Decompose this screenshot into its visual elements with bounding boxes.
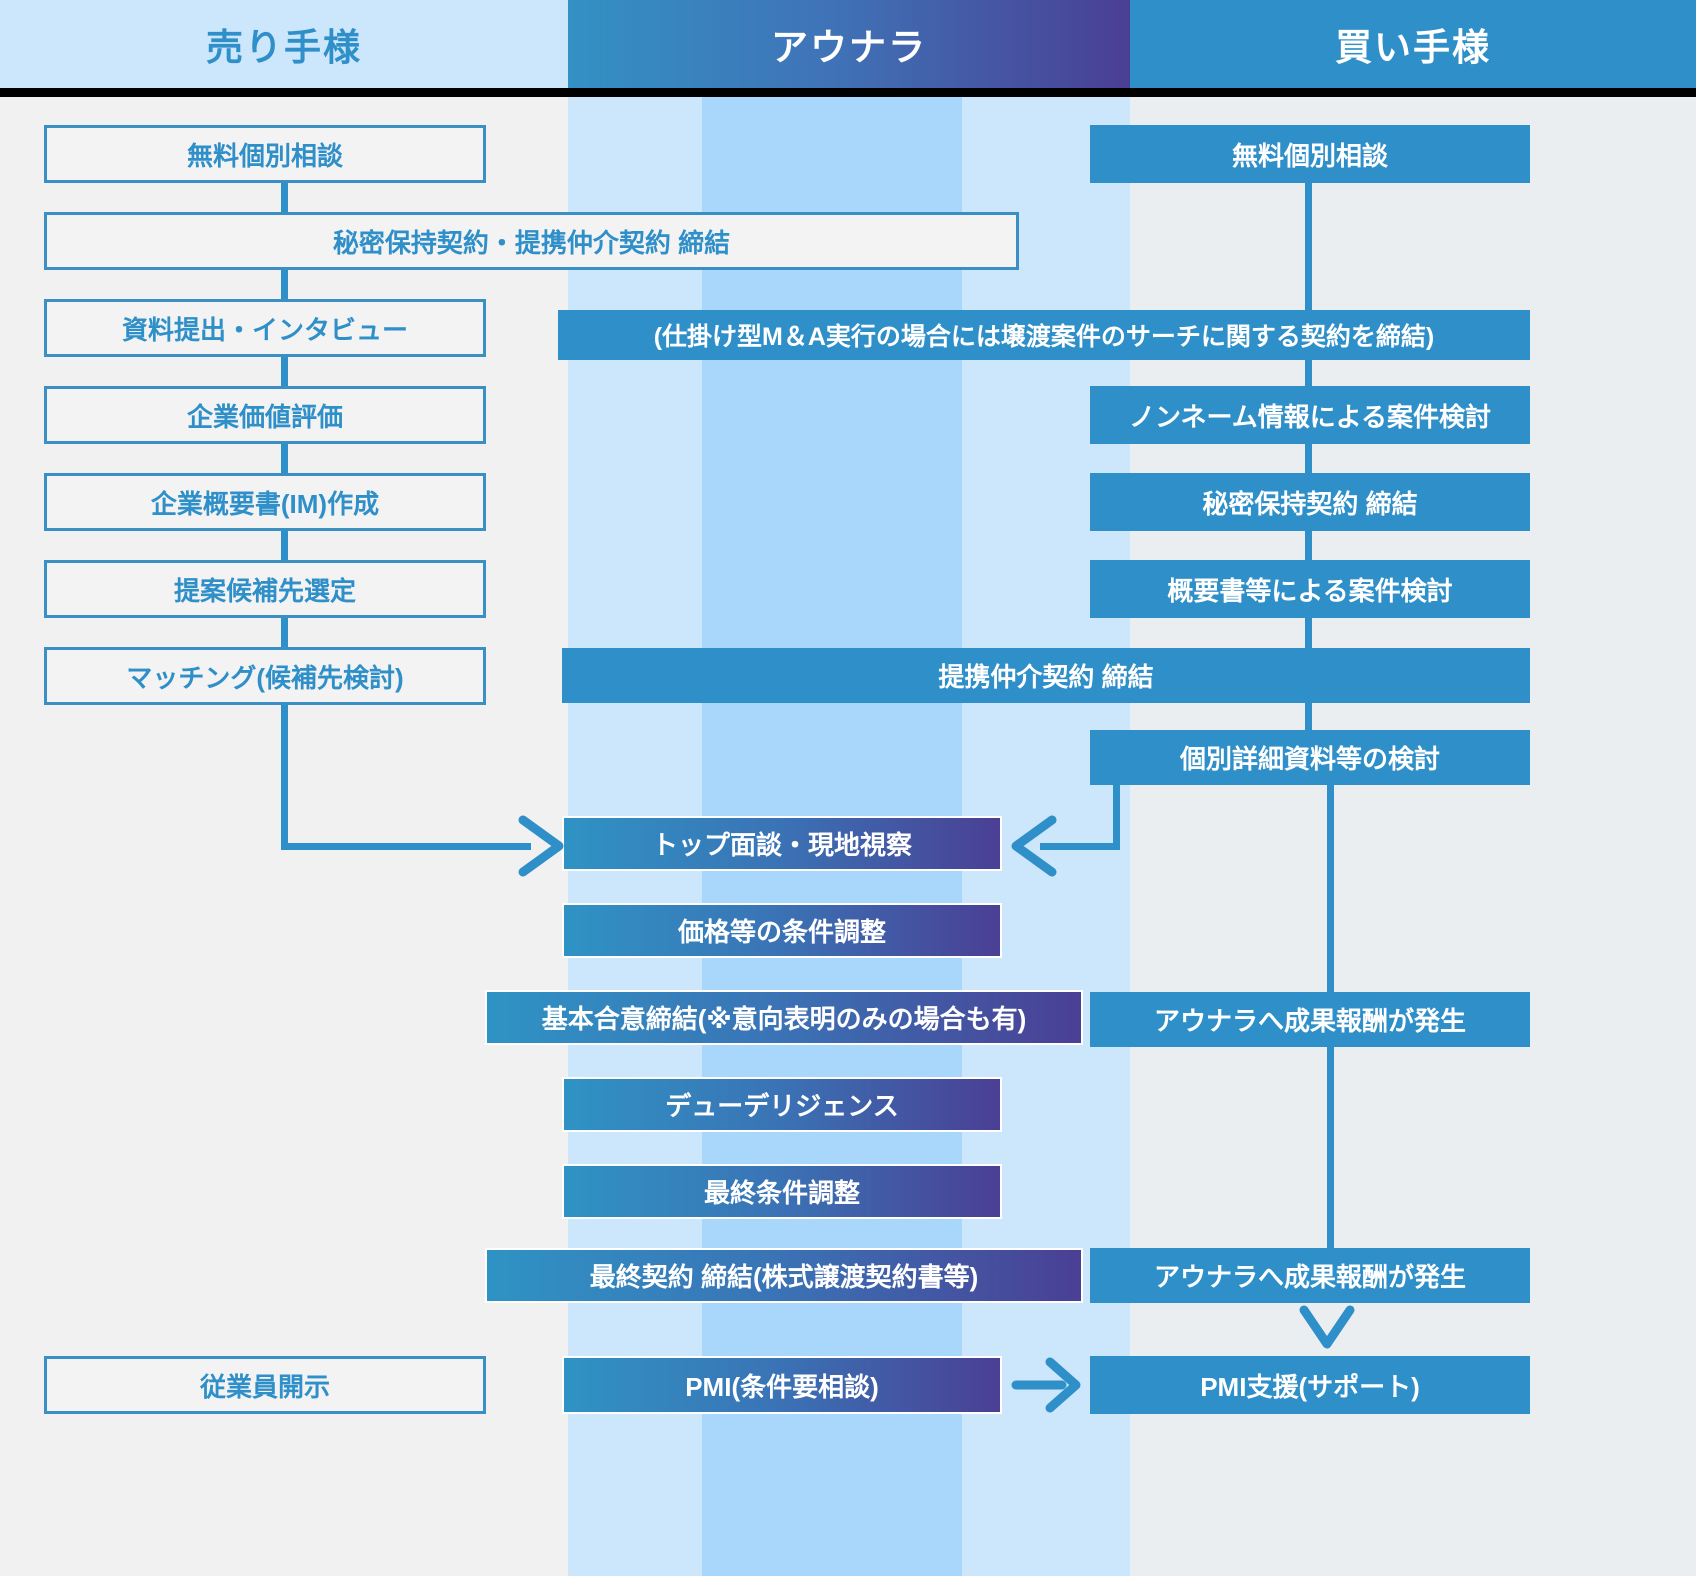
buyer-step-success-fee-1[interactable]: アウナラへ成果報酬が発生: [1090, 992, 1530, 1047]
connector-seller-2: [281, 268, 288, 304]
spanning-step-basic-agreement[interactable]: 基本合意締結(※意向表明のみの場合も有): [485, 990, 1083, 1045]
arrow-right-icon-pmi-to-support: [1011, 1357, 1081, 1413]
broker-step-price-negotiation[interactable]: 価格等の条件調整: [562, 903, 1002, 958]
header-divider: [0, 88, 1696, 97]
connector-buyer-6: [1305, 703, 1312, 730]
broker-step-top-meeting[interactable]: トップ面談・現地視察: [562, 816, 1002, 871]
buyer-step-detailed-review[interactable]: 個別詳細資料等の検討: [1090, 730, 1530, 785]
seller-step-candidate-selection[interactable]: 提案候補先選定: [44, 560, 486, 618]
connector-buyer-2: [1305, 360, 1312, 390]
connector-buyer-to-meeting-elbow: [1040, 843, 1120, 850]
spanning-step-final-contract[interactable]: 最終契約 締結(株式譲渡契約書等): [485, 1248, 1083, 1303]
connector-seller-3: [281, 355, 288, 391]
lane-header-broker: アウナラ: [568, 0, 1130, 88]
connector-seller-6: [281, 616, 288, 652]
spanning-step-partnership-contract[interactable]: 提携仲介契約 締結: [562, 648, 1530, 703]
buyer-step-summary-review[interactable]: 概要書等による案件検討: [1090, 560, 1530, 618]
lane-header-row: 売り手様 アウナラ 買い手様: [0, 0, 1696, 88]
broker-step-final-conditions[interactable]: 最終条件調整: [562, 1164, 1002, 1219]
lane-header-buyer: 買い手様: [1130, 0, 1696, 88]
seller-step-document-interview[interactable]: 資料提出・インタビュー: [44, 299, 486, 357]
seller-step-free-consultation[interactable]: 無料個別相談: [44, 125, 486, 183]
connector-buyer-3: [1305, 443, 1312, 475]
seller-step-employee-disclosure[interactable]: 従業員開示: [44, 1356, 486, 1414]
connector-buyer-to-meeting-vertical: [1113, 784, 1120, 850]
spanning-step-search-contract[interactable]: (仕掛け型M＆A実行の場合には壌渡案件のサーチに関する契約を締結): [558, 310, 1530, 360]
lane-header-seller: 売り手様: [0, 0, 568, 88]
connector-buyer-1: [1305, 182, 1312, 310]
arrow-left-icon-buyer-to-meeting: [1011, 815, 1057, 877]
seller-step-im-creation[interactable]: 企業概要書(IM)作成: [44, 473, 486, 531]
buyer-step-pmi-support[interactable]: PMI支援(サポート): [1090, 1356, 1530, 1414]
buyer-step-success-fee-2[interactable]: アウナラへ成果報酬が発生: [1090, 1248, 1530, 1303]
buyer-lane-background: [1130, 0, 1696, 1576]
connector-seller-4: [281, 442, 288, 478]
connector-buyer-spine-lower: [1327, 1046, 1334, 1250]
connector-buyer-spine-upper: [1327, 784, 1334, 994]
buyer-step-nda[interactable]: 秘密保持契約 締結: [1090, 473, 1530, 531]
connector-seller-1: [281, 182, 288, 218]
broker-step-pmi[interactable]: PMI(条件要相談): [562, 1356, 1002, 1414]
connector-seller-elbow: [281, 843, 531, 850]
connector-seller-5: [281, 529, 288, 565]
seller-step-matching[interactable]: マッチング(候補先検討): [44, 647, 486, 705]
buyer-step-nonname-review[interactable]: ノンネーム情報による案件検討: [1090, 386, 1530, 444]
buyer-step-free-consultation[interactable]: 無料個別相談: [1090, 125, 1530, 183]
connector-buyer-4: [1305, 529, 1312, 561]
broker-step-due-diligence[interactable]: デューデリジェンス: [562, 1077, 1002, 1132]
spanning-step-nda-mediation[interactable]: 秘密保持契約・提携仲介契約 締結: [44, 212, 1019, 270]
connector-seller-to-meeting: [281, 703, 288, 850]
seller-step-valuation[interactable]: 企業価値評価: [44, 386, 486, 444]
connector-buyer-5: [1305, 616, 1312, 648]
arrow-right-icon-seller-to-meeting: [518, 815, 564, 877]
arrow-down-icon-buyer-to-pmi: [1299, 1305, 1355, 1349]
